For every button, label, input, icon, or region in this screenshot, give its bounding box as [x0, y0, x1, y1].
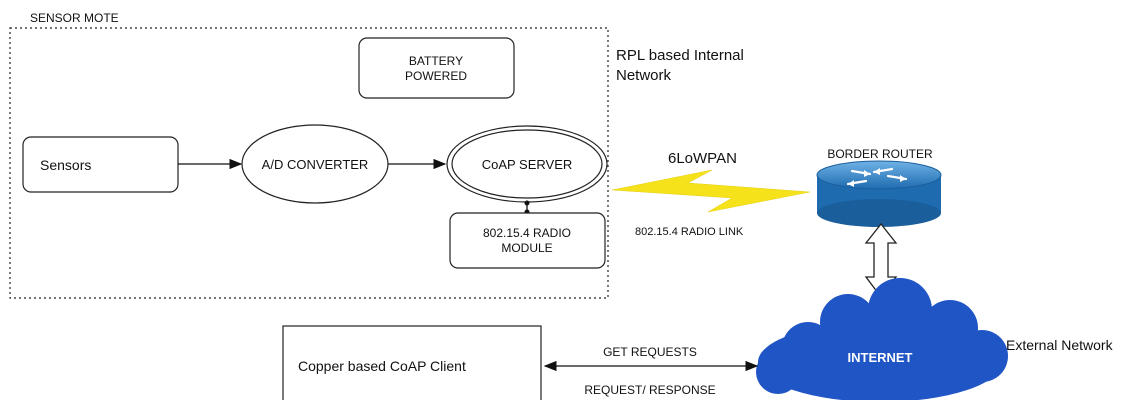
- radio-link-label: 802.15.4 RADIO LINK: [635, 226, 744, 238]
- battery-label-line2: POWERED: [405, 69, 467, 83]
- border-router-label: BORDER ROUTER: [827, 147, 933, 161]
- radio-module-label-line2: MODULE: [501, 241, 552, 255]
- sensor-mote-boundary: [9, 27, 609, 299]
- rpl-network-label-line2: Network: [616, 67, 672, 84]
- connector-dot-top: [524, 200, 530, 206]
- protocol-label: 6LoWPAN: [668, 150, 737, 167]
- internet-cloud-icon: [756, 278, 1008, 400]
- battery-box: [358, 37, 515, 99]
- rpl-network-label-line1: RPL based Internal: [616, 47, 744, 64]
- border-router-icon: [816, 160, 942, 227]
- sensors-label: Sensors: [40, 157, 91, 173]
- request-response-label: REQUEST/ RESPONSE: [584, 383, 715, 397]
- external-network-label: External Network: [1006, 337, 1114, 353]
- coap-server-inner-ellipse: [451, 129, 603, 199]
- radio-module-box: [449, 212, 606, 269]
- sensor-mote-label: SENSOR MOTE: [30, 11, 119, 25]
- coap-server-label: CoAP SERVER: [482, 157, 573, 172]
- radio-module-label-line1: 802.15.4 RADIO: [483, 226, 571, 240]
- lightning-bolt-icon: [611, 169, 811, 213]
- battery-label-line1: BATTERY: [409, 54, 463, 68]
- coap-client-box: [282, 325, 542, 400]
- ad-converter-label: A/D CONVERTER: [262, 157, 369, 172]
- get-requests-label: GET REQUESTS: [603, 345, 697, 359]
- internet-label: INTERNET: [848, 350, 913, 365]
- coap-client-label: Copper based CoAP Client: [298, 358, 466, 374]
